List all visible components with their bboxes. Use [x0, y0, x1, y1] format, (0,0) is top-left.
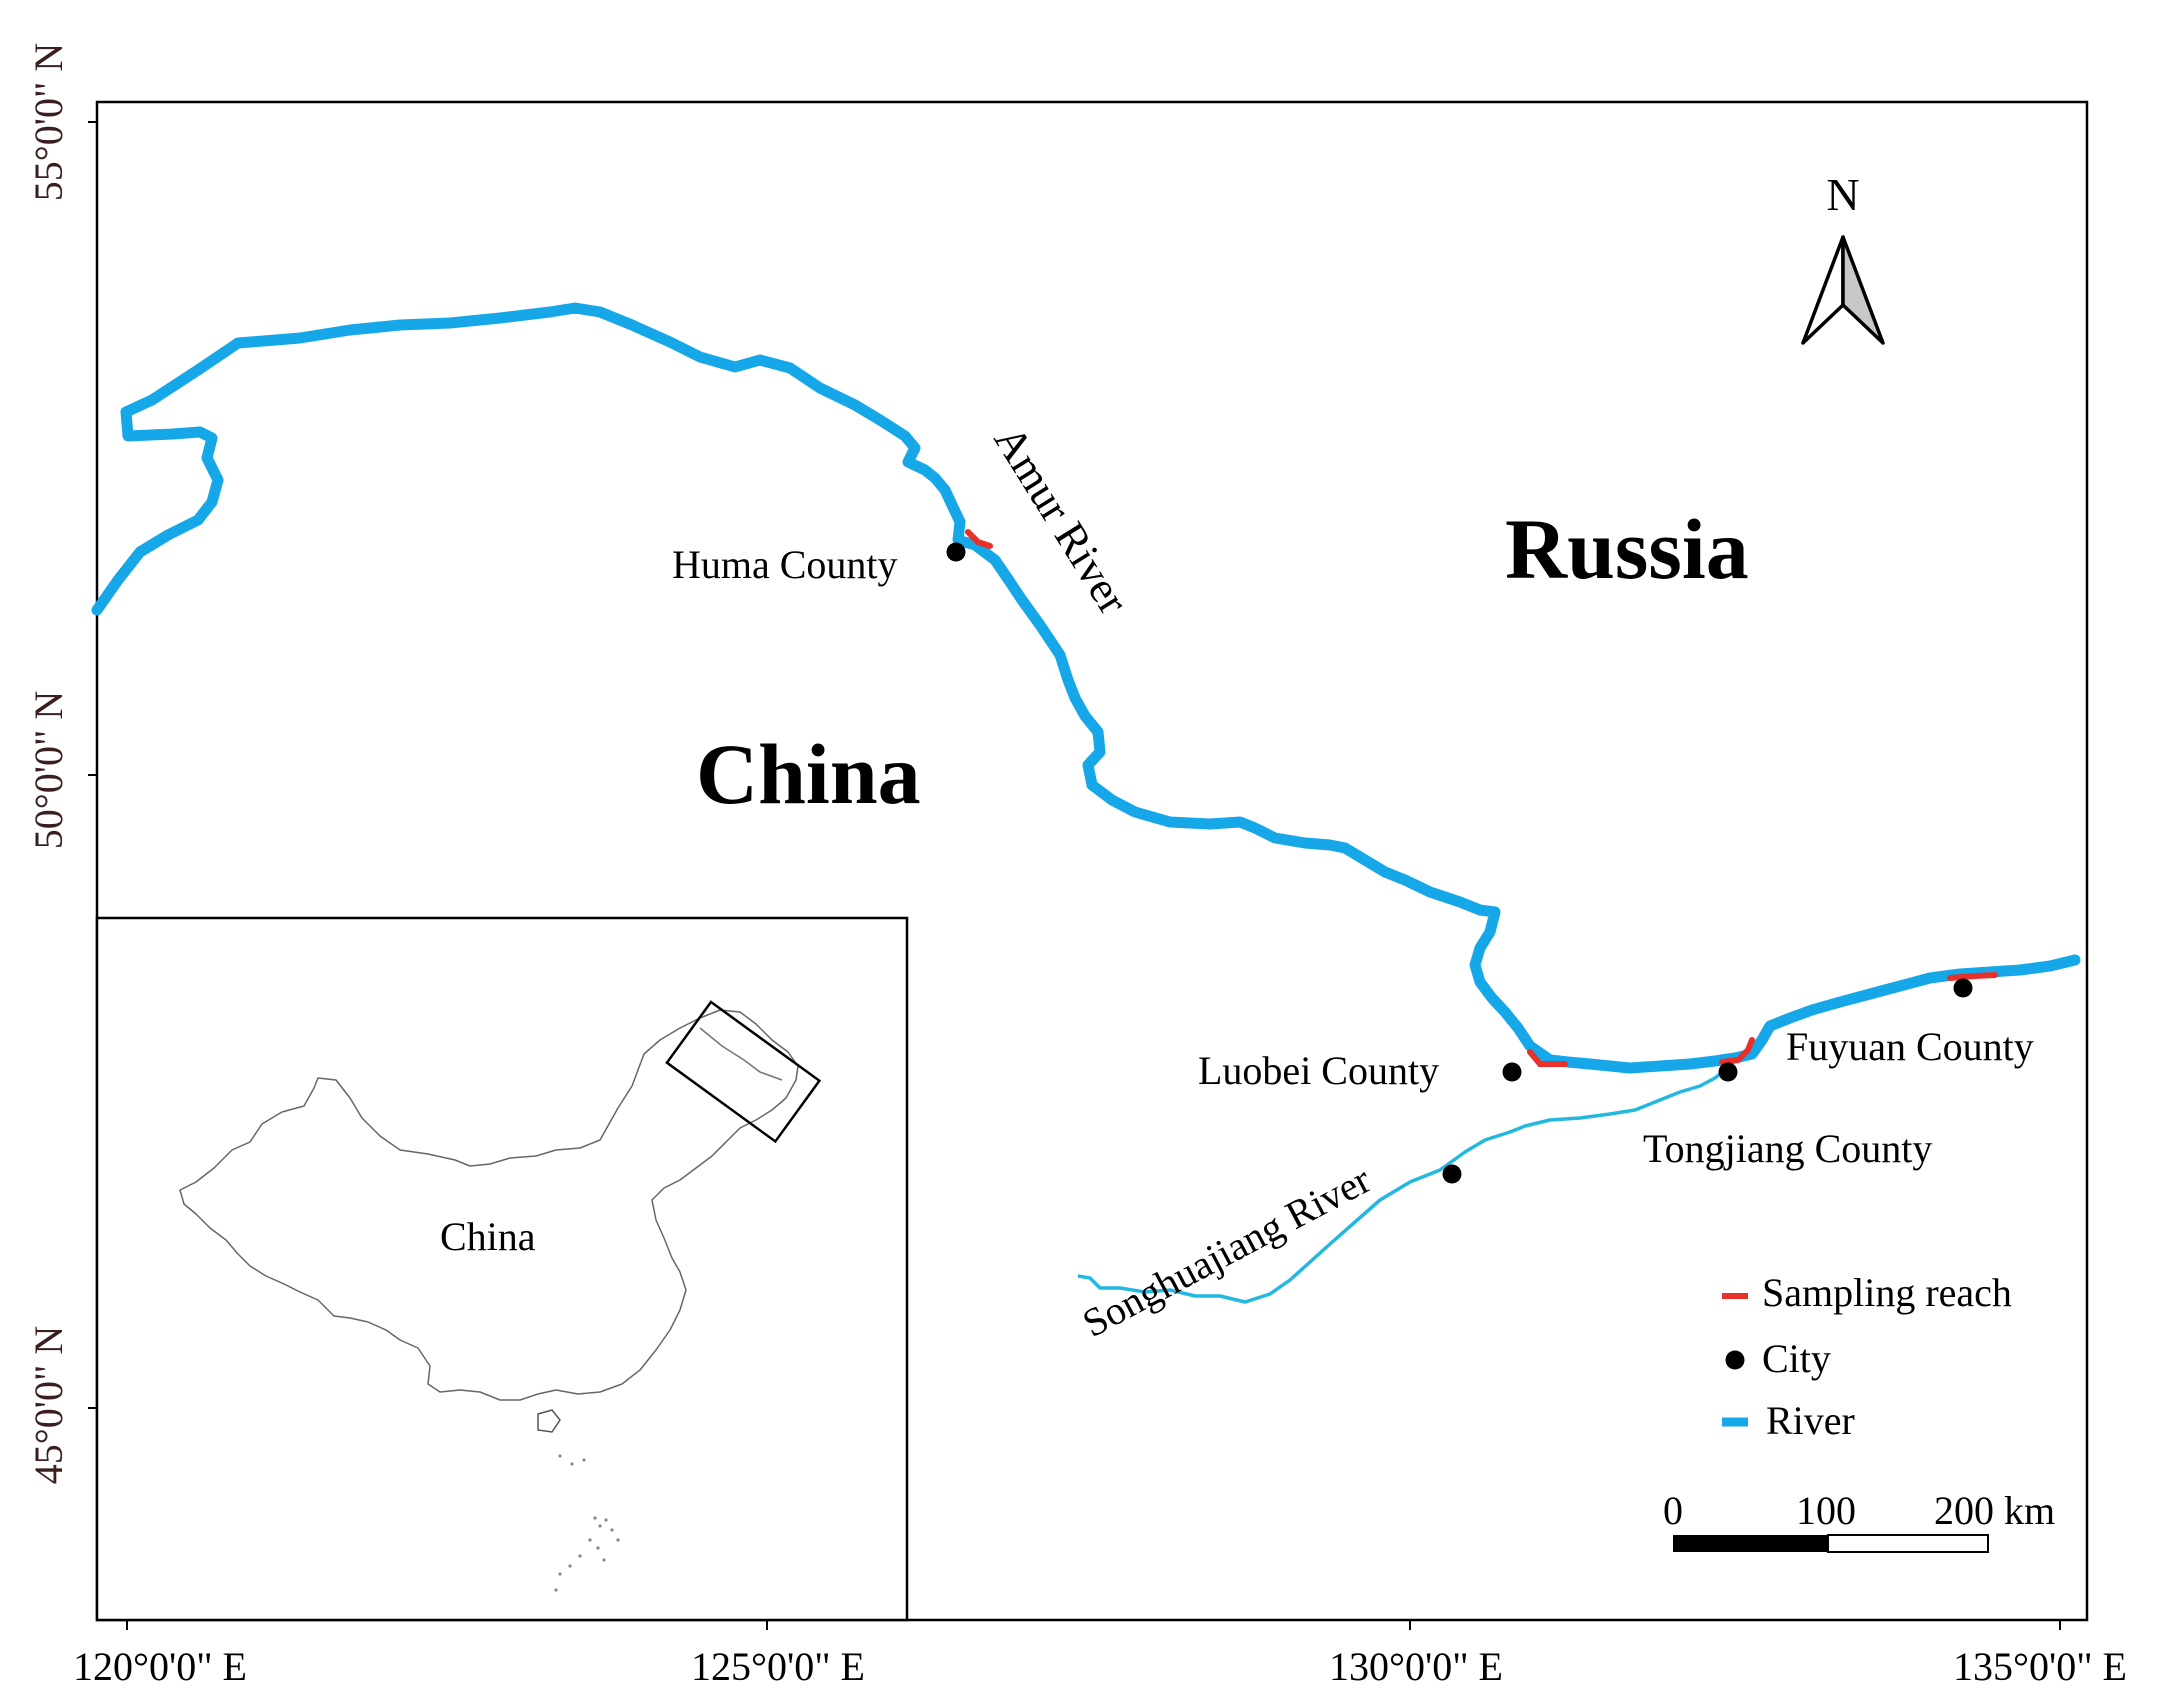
inset-map: China	[95, 916, 909, 1622]
inset-hainan-outline	[537, 1409, 561, 1433]
north-arrow-label: N	[1826, 169, 1859, 220]
scale-tick-100: 100	[1796, 1488, 1856, 1533]
bottom-axis	[126, 1620, 2061, 1630]
sampling-reach-fuyuan	[1947, 972, 1998, 981]
city-label-luobei: Luobei County	[1198, 1048, 1439, 1093]
legend-swatch-city	[1725, 1350, 1745, 1370]
lon-label-120: 120°0'0" E	[73, 1644, 247, 1689]
inset-study-area-box	[665, 1000, 822, 1144]
city-label-huma: Huma County	[672, 542, 898, 587]
lon-label-125: 125°0'0" E	[691, 1644, 865, 1689]
lat-label-55: 55°0'0" N	[26, 43, 71, 201]
legend-label-river: River	[1766, 1398, 1855, 1443]
amur-river-line	[91, 302, 2081, 1074]
north-arrow-left-half	[1801, 235, 1845, 345]
river-label-songhuajiang: Songhuajiang River	[1075, 1157, 1378, 1346]
city-label-fuyuan: Fuyuan County	[1786, 1024, 2034, 1069]
city-dot-luobei	[1502, 1062, 1522, 1082]
scale-tick-200: 200 km	[1934, 1488, 2055, 1533]
region-label-china: China	[696, 726, 921, 822]
legend-label-city: City	[1762, 1336, 1831, 1381]
sampling-reach-tongjiang	[1719, 1037, 1755, 1065]
scale-bar-white	[1827, 1534, 1989, 1553]
lat-label-45: 45°0'0" N	[26, 1326, 71, 1484]
river-label-amur: Amur River	[985, 417, 1139, 623]
inset-south-china-sea-islands	[554, 1454, 620, 1592]
sampling-reach-luobei	[1527, 1049, 1568, 1067]
scale-bar-black	[1673, 1535, 1828, 1552]
inset-frame	[95, 916, 909, 1622]
city-points	[946, 542, 1973, 1184]
sampling-reaches	[965, 529, 1998, 1067]
city-dot-tongjiang	[1718, 1062, 1738, 1082]
scale-bar: 0 100 200 km	[1663, 1488, 2055, 1553]
lat-label-50: 50°0'0" N	[26, 691, 71, 849]
north-arrow: N	[1801, 169, 1885, 345]
left-axis	[88, 121, 97, 1409]
legend: Sampling reach City River	[1722, 1270, 2012, 1443]
sampling-reach-huma	[965, 529, 993, 549]
inset-china-outline	[179, 1009, 799, 1401]
city-label-tongjiang: Tongjiang County	[1643, 1126, 1932, 1171]
inset-label-china: China	[440, 1214, 536, 1259]
songhuajiang-river-line	[1077, 1064, 1732, 1304]
inset-amur-line	[699, 1027, 783, 1081]
city-dot-huma	[946, 542, 966, 562]
city-dot-fuyuan	[1953, 978, 1973, 998]
north-arrow-right-half	[1841, 235, 1885, 345]
scale-tick-0: 0	[1663, 1488, 1683, 1533]
map-frame	[95, 100, 2089, 1622]
legend-label-sampling: Sampling reach	[1762, 1270, 2012, 1315]
lon-label-135: 135°0'0" E	[1953, 1644, 2127, 1689]
city-dot-songhuajiang	[1442, 1164, 1462, 1184]
lon-label-130: 130°0'0" E	[1329, 1644, 1503, 1689]
region-label-russia: Russia	[1505, 501, 1749, 597]
